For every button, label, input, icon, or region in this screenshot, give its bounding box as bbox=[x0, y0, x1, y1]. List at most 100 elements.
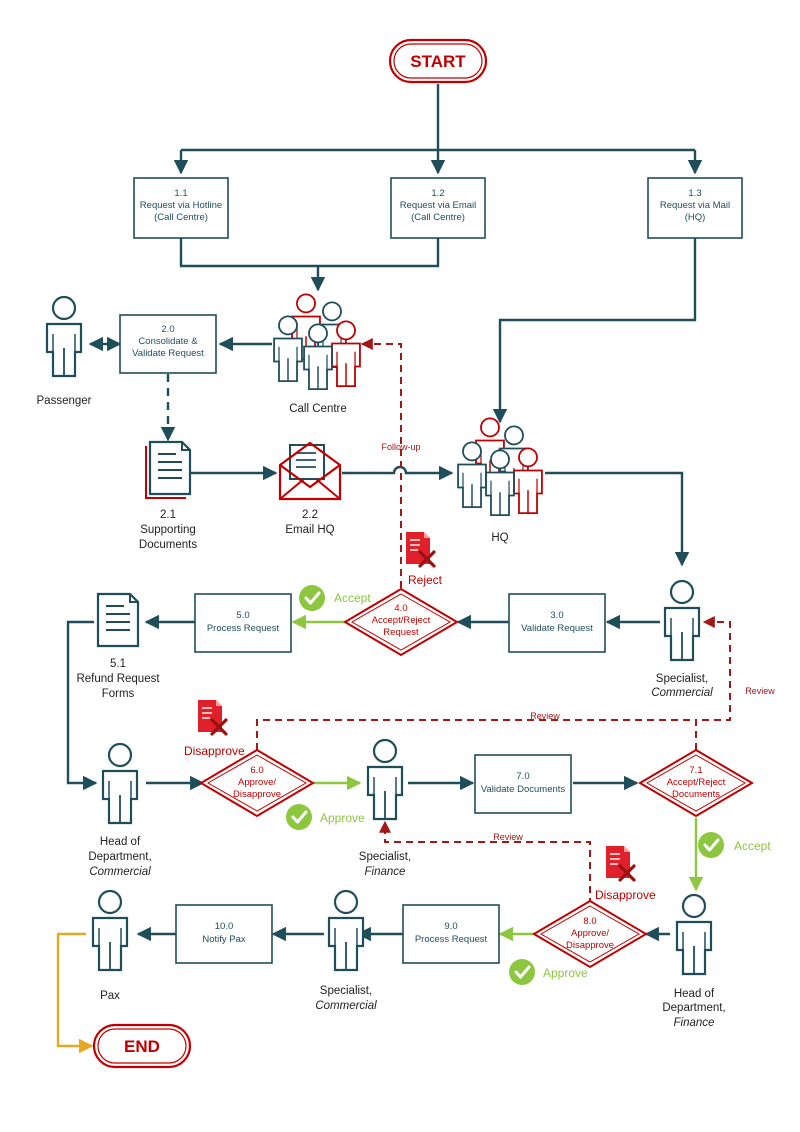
actor-label: Pax bbox=[100, 990, 120, 1002]
step-1-1: 1.1 Request via Hotline (Call Centre) bbox=[133, 177, 229, 239]
approve-connectors bbox=[291, 614, 704, 942]
step-text: Request via Mail bbox=[660, 200, 730, 211]
step-3-0: 3.0 Validate Request bbox=[508, 593, 606, 653]
decision-text: Request bbox=[383, 627, 419, 638]
document-5-1: 5.1 Refund Request Forms bbox=[76, 592, 160, 700]
actor-label: Specialist, bbox=[320, 985, 372, 997]
actor-label: Department, bbox=[88, 851, 151, 863]
step-text: Validate Request bbox=[521, 623, 593, 634]
review-label: Review bbox=[493, 832, 523, 842]
connector-review-7-1-to-specialist bbox=[695, 616, 731, 750]
actor-passenger: Passenger bbox=[37, 295, 92, 407]
person-icon bbox=[101, 742, 139, 825]
step-1-2: 1.2 Request via Email (Call Centre) bbox=[390, 177, 486, 239]
step-number: 7.0 bbox=[516, 771, 529, 782]
step-number: 10.0 bbox=[215, 921, 234, 932]
connector-5-1-to-hod bbox=[66, 620, 98, 791]
solid-connectors bbox=[66, 84, 703, 942]
actor-hq: HQ bbox=[457, 417, 543, 544]
decision-number: 7.1 bbox=[689, 765, 702, 776]
step-2-0: 2.0 Consolidate & Validate Request bbox=[119, 314, 217, 374]
step-text: Notify Pax bbox=[202, 934, 246, 945]
person-icon bbox=[45, 295, 83, 378]
end-label: END bbox=[124, 1037, 160, 1056]
review-label: Review bbox=[530, 711, 560, 721]
accept-label: Accept bbox=[334, 591, 371, 605]
step-text: Validate Documents bbox=[481, 784, 566, 795]
actor-hod-commercial: Head of Department, Commercial bbox=[88, 742, 152, 878]
step-number: 9.0 bbox=[444, 921, 457, 932]
step-number: 5.0 bbox=[236, 610, 249, 621]
step-number: 1.2 bbox=[431, 188, 444, 199]
approve-label: Approve bbox=[320, 811, 365, 825]
document-2-1: 2.1 Supporting Documents bbox=[139, 440, 197, 551]
actor-pax: Pax bbox=[91, 889, 129, 1002]
decision-number: 6.0 bbox=[250, 765, 263, 776]
decision-4-0: 4.0 Accept/Reject Request bbox=[343, 587, 459, 657]
email-icon bbox=[278, 441, 342, 501]
step-text: Request via Hotline bbox=[140, 200, 222, 211]
group-icon bbox=[273, 293, 361, 391]
step-text: Validate Request bbox=[132, 348, 204, 359]
actor-specialist-commercial-top: Specialist, Commercial bbox=[651, 579, 713, 699]
step-7-0: 7.0 Validate Documents bbox=[474, 754, 572, 814]
person-icon bbox=[366, 738, 404, 821]
reject-doc-icon bbox=[196, 698, 228, 736]
actor-label: Specialist, bbox=[656, 673, 708, 685]
review-connectors bbox=[256, 338, 731, 905]
actor-label: Commercial bbox=[89, 866, 151, 878]
step-text: (Call Centre) bbox=[411, 212, 465, 223]
step-9-0: 9.0 Process Request bbox=[402, 904, 500, 964]
actor-label: Head of bbox=[674, 988, 715, 1000]
step-1-3: 1.3 Request via Mail (HQ) bbox=[647, 177, 743, 239]
connector-review-8-0-to-spec-fin bbox=[379, 820, 591, 905]
actor-label: Call Centre bbox=[289, 403, 347, 415]
disapprove-label: Disapprove bbox=[184, 744, 245, 758]
reject-doc-icon bbox=[604, 844, 636, 882]
actor-label: Passenger bbox=[37, 395, 92, 407]
step-5-0: 5.0 Process Request bbox=[194, 593, 292, 653]
step-number: 1.1 bbox=[174, 188, 187, 199]
end-terminal: END bbox=[92, 1023, 192, 1069]
connector-1-1-merge bbox=[179, 238, 440, 268]
decision-text: Disapprove bbox=[233, 789, 281, 800]
person-icon bbox=[91, 889, 129, 972]
decision-text: Accept/Reject bbox=[667, 777, 726, 788]
actor-hod-finance: Head of Department, Finance bbox=[662, 893, 726, 1029]
followup-label: Follow-up bbox=[381, 442, 420, 452]
decision-7-1: 7.1 Accept/Reject Documents bbox=[638, 748, 754, 818]
step-text: Consolidate & bbox=[138, 336, 198, 347]
step-number: 1.3 bbox=[688, 188, 701, 199]
reject-label: Reject bbox=[408, 573, 443, 587]
decision-text: Approve/ bbox=[571, 928, 609, 939]
person-icon bbox=[675, 893, 713, 976]
decision-text: Accept/Reject bbox=[372, 615, 431, 626]
step-text: (HQ) bbox=[685, 212, 706, 223]
step-text: Process Request bbox=[207, 623, 280, 634]
decision-text: Documents bbox=[672, 789, 720, 800]
step-number: 3.0 bbox=[550, 610, 563, 621]
decision-6-0: 6.0 Approve/ Disapprove bbox=[199, 748, 315, 818]
actor-label: HQ bbox=[491, 532, 508, 544]
connector-hq-to-specialist bbox=[545, 471, 690, 567]
actor-specialist-finance: Specialist, Finance bbox=[359, 738, 411, 878]
actor-call-centre: Call Centre bbox=[273, 293, 361, 415]
disapprove-label: Disapprove bbox=[595, 888, 656, 902]
start-label: START bbox=[410, 52, 466, 71]
step-text: Request via Email bbox=[400, 200, 477, 211]
document-label: Refund Request bbox=[76, 673, 160, 685]
document-label: Supporting bbox=[140, 524, 196, 536]
review-label: Review bbox=[745, 686, 775, 696]
decision-number: 4.0 bbox=[394, 603, 407, 614]
actor-label: Finance bbox=[674, 1017, 715, 1029]
step-10-0: 10.0 Notify Pax bbox=[175, 904, 273, 964]
actor-label: Specialist, bbox=[359, 851, 411, 863]
group-icon bbox=[457, 417, 543, 517]
decision-number: 8.0 bbox=[583, 916, 596, 927]
reject-doc-icon bbox=[404, 530, 436, 568]
accept-label: Accept bbox=[734, 839, 771, 853]
connector-followup bbox=[360, 338, 402, 588]
approve-label: Approve bbox=[543, 966, 588, 980]
decision-text: Approve/ bbox=[238, 777, 276, 788]
